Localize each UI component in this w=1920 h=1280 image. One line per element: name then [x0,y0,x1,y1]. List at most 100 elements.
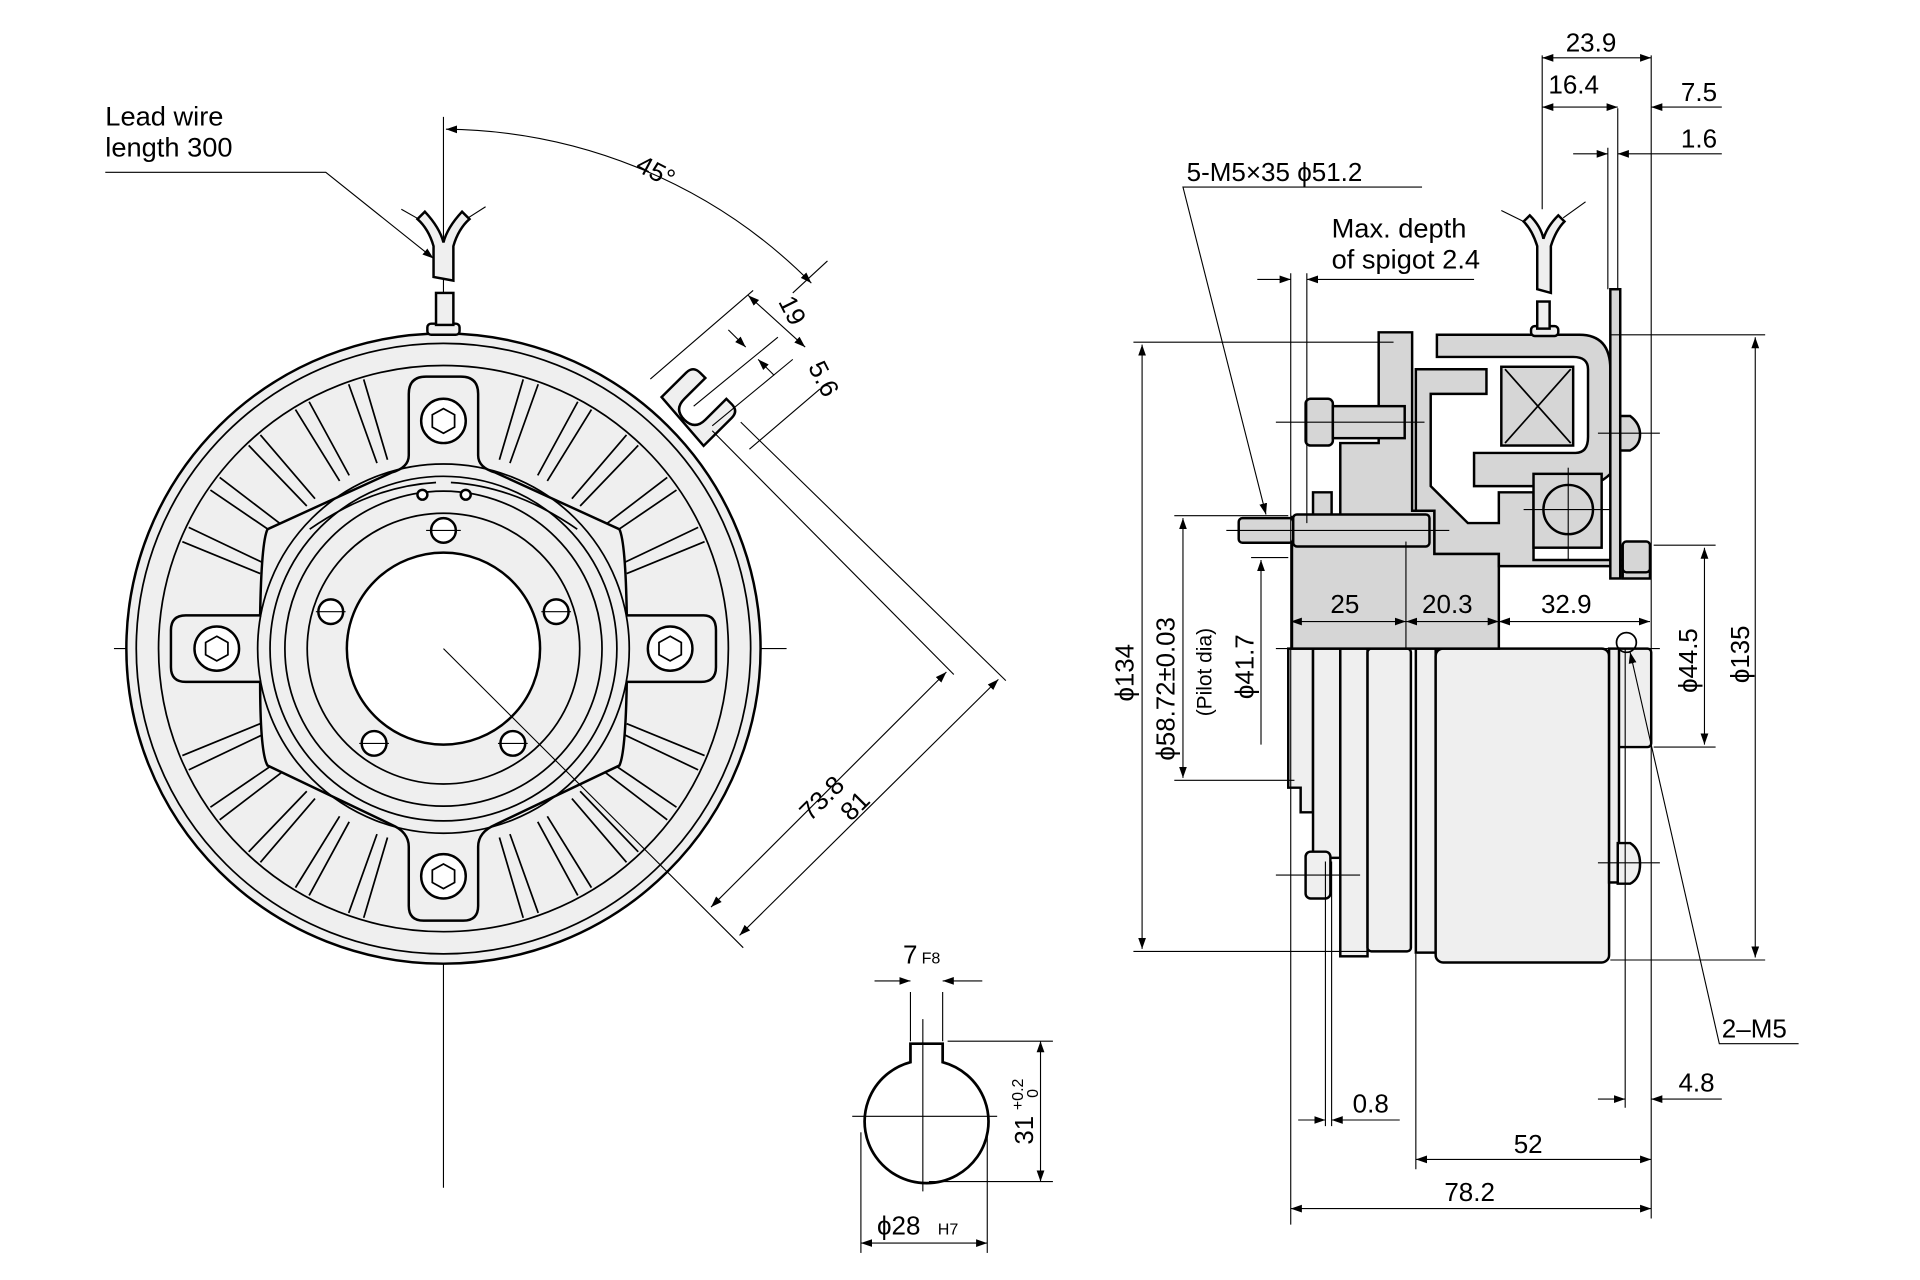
fin-edge [188,526,266,565]
fin-edge [248,444,308,507]
fin-edge [294,815,341,889]
friction-disc [1366,647,1413,953]
lead-wire-label-line1: Lead wire [105,101,223,132]
fin-edge [626,540,705,575]
tap-block [1621,540,1652,574]
fin-edge [606,759,677,808]
armature-plate [1339,647,1369,958]
armature-ring [157,364,730,933]
dim-52: 52 [1514,1131,1543,1159]
fin-edge [509,833,540,914]
tap-hole-2-m5 [1615,631,1638,654]
lower-right-bolt [1597,841,1660,885]
dim-32-9: 32.9 [1541,591,1592,619]
coil-cross-2 [1504,368,1572,444]
fin-edge [308,821,350,896]
dia-41-7: ϕ41.7 [1232,634,1260,699]
fin-edge [579,444,639,507]
spigot-label-line1: Max. depth [1332,213,1467,244]
front-view: Lead wire length 300 45° 19 5.6 73.8 81 [105,101,1007,1188]
dim-5-6: 5.6 [802,357,843,402]
lead-wire-leader [105,171,434,259]
dia-44-5: ϕ44.5 [1675,628,1703,693]
angle-label: 45° [631,150,679,193]
mounting-bolt-5-m5 [1226,513,1450,548]
outer-rim-inner-edge [135,342,752,955]
fin-edge [362,379,389,460]
tap-label: 2–M5 [1722,1016,1787,1044]
fin-edge [621,732,699,771]
fin-edge [188,732,266,771]
fin-edge [182,540,261,575]
fin-edge [626,722,705,757]
fin-edge [347,383,378,464]
lead-wire-label-line2: length 300 [105,131,232,162]
fin-edge [621,526,699,565]
angle-arc [445,125,812,284]
clip-hole-left [416,488,429,501]
mounting-plate [1609,288,1622,580]
height-label: 31 [1011,1116,1039,1145]
bore-dia-label: ϕ28 [877,1213,920,1241]
lower-left-bolt [1275,850,1361,900]
radial-fins [182,379,705,919]
fin-edge [546,409,593,482]
ear-bolt-right [646,625,694,672]
fin-edge [579,790,639,853]
hub-flange [1287,647,1315,814]
fin-edge [536,401,579,476]
air-gap-plate [1414,647,1437,954]
fin-edge [308,401,350,476]
dim-7-5: 7.5 [1681,79,1717,107]
fin-edge [599,768,668,821]
hub-ring-1 [256,463,631,835]
fin-edge [219,476,287,530]
pilot-dia-label: (Pilot dia) [1193,628,1216,716]
fin-edge [259,798,316,863]
fin-edge [536,821,579,896]
hub-ring-2 [269,475,618,822]
tap-leader [1628,652,1799,1045]
fin-edge [362,837,389,919]
fin-edge [546,815,593,889]
key-width-tol: F8 [922,950,941,968]
fin-edge [182,722,261,757]
tab-dimensions: 19 5.6 [649,290,844,450]
dim-78-2: 78.2 [1444,1179,1495,1207]
dia-135: ϕ135 [1727,626,1755,684]
dim-4-8: 4.8 [1678,1070,1714,1098]
ear-bolt-top [419,397,467,445]
lead-wire-side [1501,201,1586,338]
bore-dia-tol: H7 [938,1221,959,1239]
height-tol-upper: +0.2 [1009,1079,1027,1111]
dim-25: 25 [1330,591,1359,619]
bolts-label: 5-M5×35 ϕ51.2 [1187,159,1363,187]
fin-edge [498,379,525,460]
dia-134: ϕ134 [1111,644,1139,702]
key-width-label: 7 [903,942,917,970]
dim-0-8: 0.8 [1353,1091,1389,1119]
fin-edge [571,798,628,863]
fin-edge [294,409,341,482]
bore-outline [863,1042,990,1185]
field-body [1434,647,1611,964]
bore-keyway-detail: 7 F8 31 +0.2 0 ϕ28 H7 [852,942,1053,1253]
fin-edge [219,768,287,821]
dim-20-3: 20.3 [1422,591,1473,619]
height-tol-lower: 0 [1024,1089,1042,1098]
fin-edge [209,759,281,808]
dia-58-72: ϕ58.72±0.03 [1152,617,1180,761]
bolts-leader [1182,186,1423,515]
fin-edge [498,837,525,919]
dim-23-9: 23.9 [1566,30,1617,58]
hub-plate [1311,647,1342,860]
upper-left-bolt [1275,397,1425,447]
clip-hole-right [459,488,472,501]
spigot-label-line2: of spigot 2.4 [1332,243,1480,274]
fin-edge [571,434,628,500]
dim-1-6: 1.6 [1681,126,1717,154]
pitch-holes [315,516,572,757]
angle-extension [792,260,828,294]
side-view: 23.9 16.4 7.5 1.6 5-M5×35 ϕ51.2 Max. dep… [1111,30,1799,1225]
